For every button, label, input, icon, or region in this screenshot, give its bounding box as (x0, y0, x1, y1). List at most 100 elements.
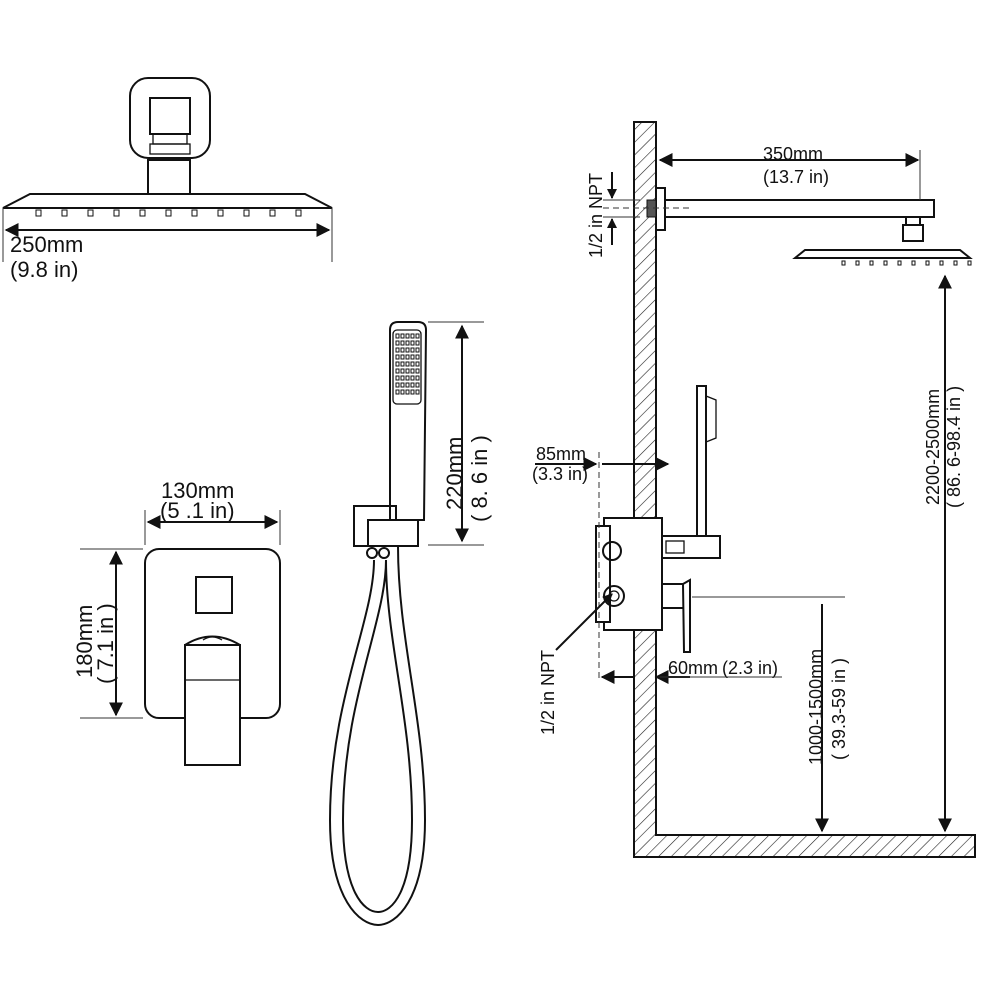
hand-shower-spray-face (392, 329, 422, 405)
nozzle (400, 347, 405, 353)
shower-arm (655, 199, 935, 218)
hand-shower-assembly: 220mm ( 8. 6 in ) (328, 321, 492, 927)
shower-hose-outer (328, 545, 427, 927)
trim-width-mm: 130mm (161, 478, 234, 503)
nozzle (410, 368, 415, 374)
trim-height-mm: 180mm (72, 605, 97, 678)
trim-height-in: ( 7.1 in ) (93, 603, 118, 684)
nozzle (410, 382, 415, 388)
nozzle (395, 382, 400, 388)
nozzle (400, 368, 405, 374)
diverter-button (195, 576, 233, 614)
nozzle (405, 361, 410, 367)
nozzle (113, 209, 120, 217)
nozzle (911, 260, 916, 266)
nozzle (191, 209, 198, 217)
outlet-npt-leader (555, 593, 613, 651)
head-height-mm: 2200-2500mm (923, 389, 943, 505)
nozzle (395, 361, 400, 367)
nozzle (415, 340, 420, 346)
nozzle (405, 368, 410, 374)
nozzle (395, 375, 400, 381)
nozzle (400, 333, 405, 339)
nozzle (35, 209, 42, 217)
side-hand-shower (696, 385, 707, 537)
showerhead-width-in: (9.8 in) (10, 257, 78, 282)
nozzle (410, 340, 415, 346)
head-height-in: ( 86. 6-98.4 in ) (944, 386, 964, 508)
flange-connector (149, 97, 191, 135)
nozzle (410, 375, 415, 381)
shower-hose-inner (341, 559, 414, 914)
bracket-holder (367, 519, 419, 547)
trim-width-in: (5 .1 in) (160, 498, 235, 523)
min-depth-in: (2.3 in) (722, 658, 778, 678)
nozzle (939, 260, 944, 266)
arm-length-mm: 350mm (763, 144, 823, 164)
nozzle (410, 361, 415, 367)
nozzle (953, 260, 958, 266)
valve-inlet-top (602, 541, 622, 561)
outlet-npt-label: 1/2 in NPT (538, 650, 558, 735)
nozzle (410, 389, 415, 395)
nozzle (400, 354, 405, 360)
nozzle (400, 375, 405, 381)
nozzle (855, 260, 860, 266)
nozzle (883, 260, 888, 266)
nozzle (405, 347, 410, 353)
hand-shower-nozzles (395, 333, 420, 395)
nozzle (925, 260, 930, 266)
nozzle (395, 347, 400, 353)
nozzle (410, 333, 415, 339)
nozzle (295, 209, 302, 217)
nozzle (400, 382, 405, 388)
valve-depth-mm: 85mm (536, 444, 586, 464)
min-depth-mm: 60mm (668, 658, 718, 678)
side-hand-shower-holder (659, 535, 721, 559)
showerhead-width-mm: 250mm (10, 232, 83, 257)
nozzle (415, 382, 420, 388)
side-showerhead-nozzles (841, 260, 972, 266)
side-valve-handle (681, 578, 691, 653)
hose-connector-right (378, 547, 390, 559)
side-installation-view: 350mm (13.7 in) 1/2 in NPT 85mm (3.3 in)… (532, 121, 976, 858)
nozzle (395, 340, 400, 346)
inlet-npt-label: 1/2 in NPT (586, 173, 606, 258)
arm-length-in: (13.7 in) (763, 167, 829, 187)
nozzle (841, 260, 846, 266)
nozzle (410, 354, 415, 360)
valve-handle (184, 644, 241, 766)
valve-body (603, 517, 663, 631)
wall-section (633, 121, 976, 858)
nozzle (410, 347, 415, 353)
hand-shower-height-in: ( 8. 6 in ) (467, 435, 492, 522)
ball-joint-connector (147, 159, 191, 195)
nozzle (395, 389, 400, 395)
nozzle (415, 333, 420, 339)
nozzle (165, 209, 172, 217)
nozzle (87, 209, 94, 217)
nozzle (269, 209, 276, 217)
nozzle (395, 368, 400, 374)
showerhead-plate (2, 193, 333, 209)
nozzle (415, 389, 420, 395)
valve-trim-front-view: 130mm (5 .1 in) 180mm ( 7.1 in ) (72, 478, 281, 766)
nozzle (967, 260, 972, 266)
valve-height-in: ( 39.3-59 in ) (829, 658, 849, 760)
nozzle (61, 209, 68, 217)
nozzle (243, 209, 250, 217)
hose-connector-left (366, 547, 378, 559)
nozzle (400, 361, 405, 367)
nozzle (405, 333, 410, 339)
nozzle (415, 347, 420, 353)
nozzle (405, 340, 410, 346)
nozzle (869, 260, 874, 266)
valve-depth-in: (3.3 in) (532, 464, 588, 484)
nozzle (897, 260, 902, 266)
valve-height-mm: 1000-1500mm (806, 649, 826, 765)
showerhead-nozzles (35, 209, 302, 217)
nozzle (395, 333, 400, 339)
ceiling-flange (129, 77, 211, 159)
nozzle (217, 209, 224, 217)
